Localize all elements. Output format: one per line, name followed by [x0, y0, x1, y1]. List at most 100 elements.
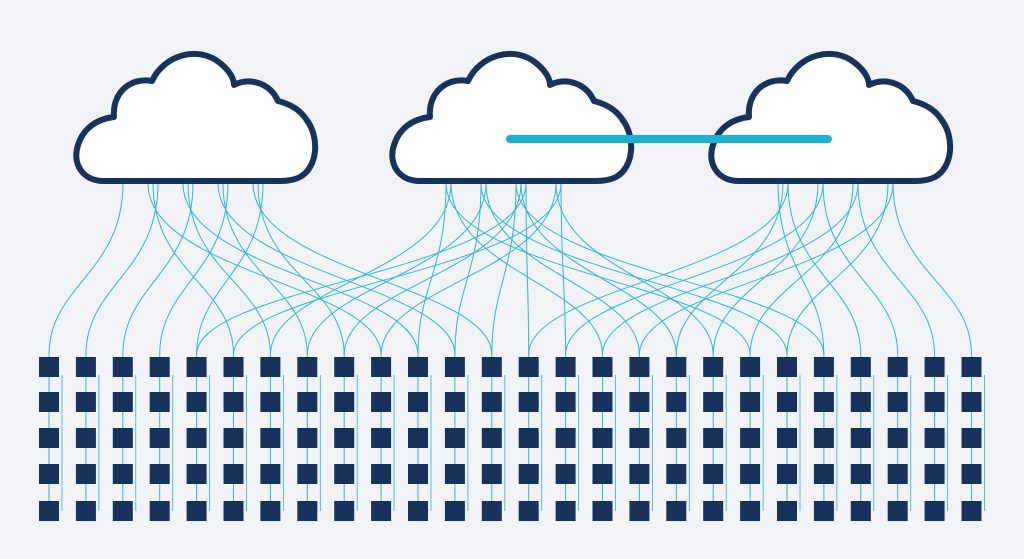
square-node-icon	[297, 357, 318, 377]
square-node-icon	[334, 464, 355, 484]
square-node-icon	[924, 392, 945, 412]
square-node-icon	[666, 428, 687, 448]
square-node-icon	[39, 392, 59, 412]
square-node-icon	[961, 428, 982, 448]
connection-wire	[257, 182, 345, 356]
square-node-icon	[740, 428, 761, 448]
square-node-icon	[297, 464, 318, 484]
square-node-icon	[223, 357, 244, 377]
square-node-icon	[629, 357, 650, 377]
square-node-icon	[297, 428, 318, 448]
square-node-icon	[777, 428, 797, 448]
square-node-icon	[629, 428, 650, 448]
square-node-icon	[887, 464, 908, 484]
square-node-icon	[481, 392, 502, 412]
square-node-icon	[813, 357, 834, 377]
square-node-icon	[592, 428, 613, 448]
square-node-icon	[850, 428, 871, 448]
square-node-icon	[297, 392, 318, 412]
square-node-icon	[850, 464, 871, 484]
connection-wire	[787, 182, 862, 356]
connection-wire	[777, 182, 825, 356]
square-node-icon	[592, 464, 613, 484]
square-node-icon	[703, 392, 724, 412]
square-node-icon	[149, 357, 170, 377]
square-node-icon	[592, 392, 613, 412]
connection-wire	[491, 182, 517, 356]
square-node-icon	[777, 501, 797, 521]
square-node-icon	[740, 501, 761, 521]
square-node-icon	[260, 428, 281, 448]
square-node-icon	[75, 501, 96, 521]
square-node-icon	[334, 428, 355, 448]
square-node-icon	[444, 501, 465, 521]
connection-wire	[454, 182, 482, 356]
square-node-icon	[408, 501, 428, 521]
square-node-icon	[555, 464, 576, 484]
square-node-icon	[371, 464, 392, 484]
square-node-icon	[592, 501, 613, 521]
cloud-left-cloud-icon	[76, 54, 315, 181]
connection-wire	[85, 182, 159, 356]
square-node-icon	[444, 464, 465, 484]
square-node-icon	[223, 501, 244, 521]
square-node-icon	[518, 357, 539, 377]
square-node-icon	[444, 428, 465, 448]
square-node-icon	[75, 428, 96, 448]
square-node-icon	[813, 392, 834, 412]
square-node-icon	[887, 501, 908, 521]
connection-wire	[892, 182, 972, 356]
square-node-icon	[887, 392, 908, 412]
connection-wire	[306, 182, 487, 356]
connection-wire	[515, 182, 825, 356]
square-node-icon	[186, 428, 207, 448]
square-node-icon	[629, 501, 650, 521]
square-node-icon	[371, 501, 392, 521]
connection-wire	[450, 182, 603, 356]
connection-wire	[417, 182, 447, 356]
square-node-icon	[850, 357, 871, 377]
connection-wire	[217, 182, 456, 356]
connection-wire	[445, 182, 751, 356]
square-node-icon	[149, 464, 170, 484]
cloud-center-cloud-icon	[392, 54, 631, 181]
square-node-icon	[887, 428, 908, 448]
connection-wire	[749, 182, 854, 356]
square-node-icon	[740, 357, 761, 377]
connection-wire	[343, 182, 522, 356]
connection-wire	[712, 182, 819, 356]
square-node-icon	[777, 464, 797, 484]
square-node-icon	[740, 392, 761, 412]
square-node-icon	[813, 464, 834, 484]
square-node-icon	[149, 428, 170, 448]
square-node-icon	[518, 501, 539, 521]
connection-wire	[187, 182, 271, 356]
square-node-icon	[481, 357, 502, 377]
square-node-icon	[518, 392, 539, 412]
square-node-icon	[481, 501, 502, 521]
square-node-icon	[408, 464, 428, 484]
square-node-icon	[371, 428, 392, 448]
square-node-icon	[850, 392, 871, 412]
square-node-icon	[740, 464, 761, 484]
square-node-icon	[777, 357, 797, 377]
square-node-icon	[112, 428, 133, 448]
square-node-icon	[703, 428, 724, 448]
square-node-icon	[924, 501, 945, 521]
connection-wire	[675, 182, 784, 356]
square-node-icon	[260, 501, 281, 521]
connection-wire	[147, 182, 382, 356]
square-node-icon	[703, 501, 724, 521]
square-node-icon	[555, 357, 576, 377]
connection-wire	[480, 182, 788, 356]
square-node-icon	[260, 464, 281, 484]
square-node-icon	[260, 357, 281, 377]
square-node-icon	[186, 392, 207, 412]
connection-wire	[565, 182, 824, 356]
square-node-icon	[39, 501, 59, 521]
connection-wire	[822, 182, 899, 356]
square-node-icon	[924, 357, 945, 377]
square-node-icon	[481, 464, 502, 484]
square-node-icon	[334, 501, 355, 521]
